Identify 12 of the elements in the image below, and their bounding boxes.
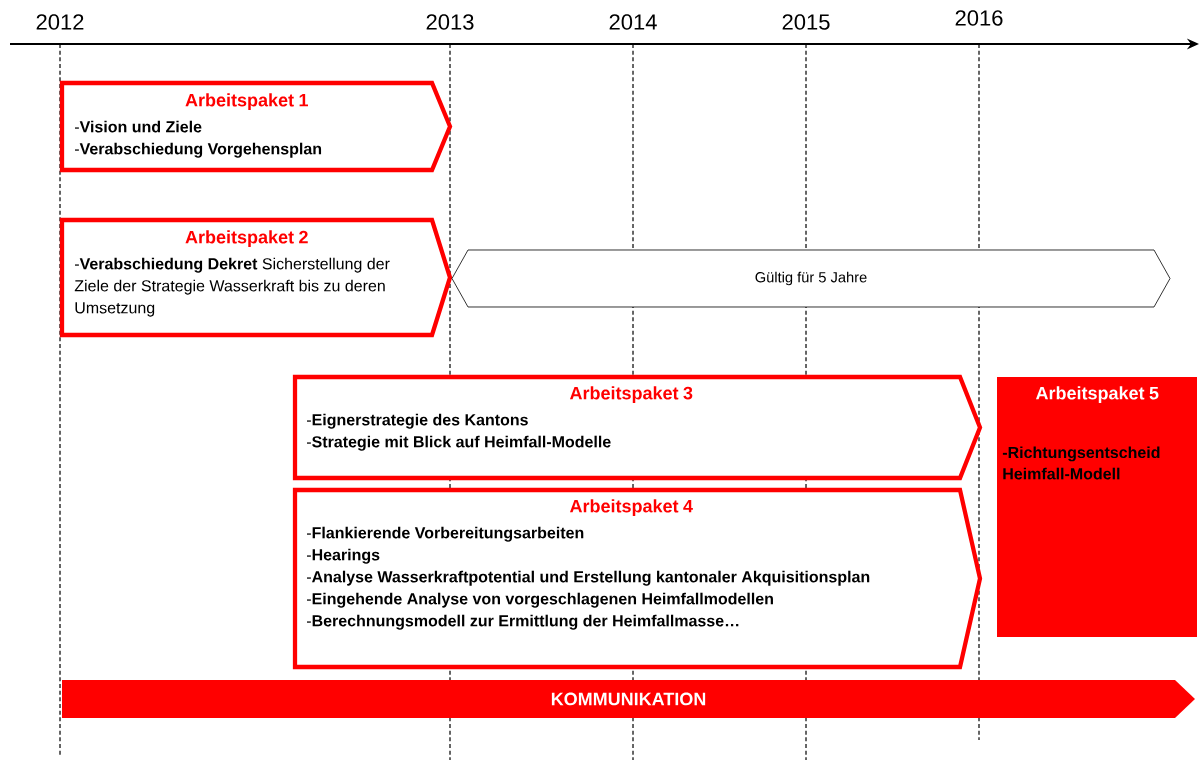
communication-band: KOMMUNIKATION (62, 680, 1195, 718)
work-package-box: Arbeitspaket 2 -Verabschiedung Dekret Sicherstellung der Ziele der Strategie Wasserkraft bis zu deren Umsetzung (59, 217, 453, 338)
work-package-box: Arbeitspaket 1 -Vision und Ziele -Verabschiedung Vorgehensplan (59, 80, 453, 173)
validity-band: Gültig für 5 Jahre (451, 249, 1171, 308)
year-label: 2016 (955, 10, 1003, 26)
work-package-box: Arbeitspaket 3 -Eignerstrategie des Kantons -Strategie mit Blick auf Heimfall-Modelle (292, 374, 983, 481)
year-label: 2014 (609, 14, 657, 30)
year-label: 2015 (782, 14, 830, 30)
year-label: 2013 (426, 14, 474, 30)
year-label: 2012 (36, 14, 84, 30)
work-package-box: Arbeitspaket 4 -Flankierende Vorbereitungsarbeiten -Hearings -Analyse Wasserkraftpotential und Erstellung kantonaler Akquisitionsplan -Eingehende Analyse von vorgeschlagenen Heimfallmodellen -Berechnungsmodell zur Ermittlung der Heimfallmasse… (292, 487, 983, 670)
work-package-box: Arbeitspaket 5 -Richtungsentscheid Heimfall-Modell (997, 377, 1197, 637)
